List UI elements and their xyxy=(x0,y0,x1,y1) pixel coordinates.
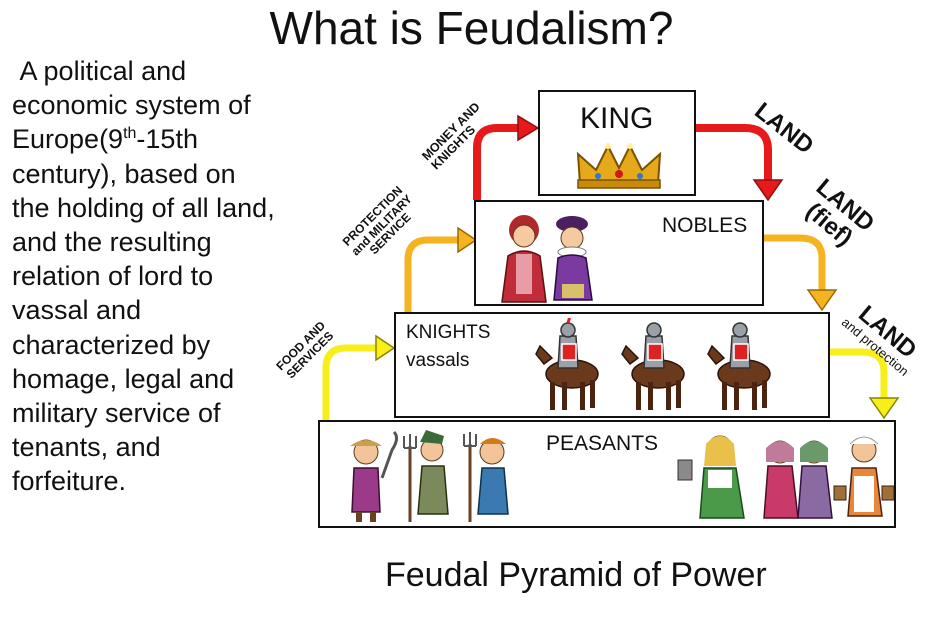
money-arrow xyxy=(473,124,520,200)
land-arrow-king-head xyxy=(752,179,784,202)
peasant-figures-right xyxy=(677,435,894,519)
crown-icon xyxy=(576,143,662,189)
knight-horse-icon-3 xyxy=(707,322,771,410)
protection-arrow-head xyxy=(457,226,478,254)
protection-arrow xyxy=(404,236,460,312)
land-arrow-knights-head xyxy=(868,397,900,420)
land-arrow-king xyxy=(696,124,772,182)
definition-text: A political and economic system of Europ… xyxy=(12,54,280,499)
vassals-label: vassals xyxy=(406,350,470,371)
land-arrow-nobles xyxy=(762,234,826,292)
nobles-label: NOBLES xyxy=(662,214,748,237)
page-title: What is Feudalism? xyxy=(269,2,674,54)
peasant-figures-left xyxy=(350,430,509,522)
money-arrow-head xyxy=(517,114,540,142)
nobles-box: NOBLES xyxy=(474,200,764,306)
king-box: KING xyxy=(538,90,696,196)
food-arrow-head xyxy=(375,334,396,362)
knights-box: KNIGHTS vassals xyxy=(394,312,830,418)
definition-part1: A political and economic system of Europ… xyxy=(12,56,251,155)
king-label: KING xyxy=(580,102,654,135)
knights-label: KNIGHTS xyxy=(406,322,491,343)
land-arrow-knights xyxy=(828,348,888,400)
peasants-label: PEASANTS xyxy=(546,432,659,455)
definition-superscript: th xyxy=(123,125,137,143)
pyramid-caption: Feudal Pyramid of Power xyxy=(385,556,767,594)
food-arrow xyxy=(322,344,378,420)
nobles-figures xyxy=(501,215,593,303)
knight-horse-icon-2 xyxy=(621,322,685,410)
land-arrow-nobles-head xyxy=(806,289,838,312)
peasants-box: PEASANTS xyxy=(318,420,896,528)
knight-horse-icon-1 xyxy=(535,318,599,410)
definition-part2: -15th century), based on the holding of … xyxy=(12,124,275,497)
